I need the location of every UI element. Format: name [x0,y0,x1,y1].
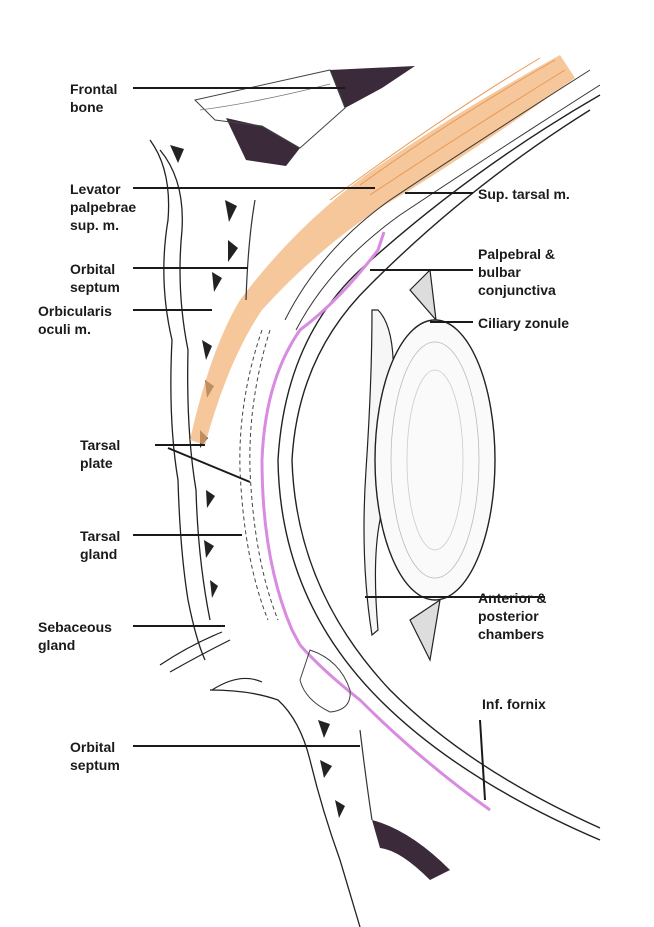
label-ciliary-zonule: Ciliary zonule [478,314,569,332]
globe-outline [277,94,601,841]
eyelashes [159,631,263,691]
label-tarsal-gland-line1: Tarsal [80,528,121,544]
label-sebaceous-gland-line2: gland [38,637,76,653]
label-tarsal-plate: Tarsal plate [80,436,120,472]
superior-tarsal-muscle [284,69,601,331]
orbital-septum [245,199,373,821]
label-conjunctiva: Palpebral & bulbar conjunctiva [478,245,556,299]
label-orbicularis-oculi: Orbicularis oculi m. [38,302,112,338]
label-frontal-bone: Frontal bone [70,80,117,116]
label-chambers-line2: posterior [478,608,539,624]
conjunctiva [260,231,491,812]
label-conjunctiva-line3: conjunctiva [478,282,556,298]
label-ciliary-zonule-line1: Ciliary zonule [478,315,570,331]
label-inf-fornix-line1: Inf. fornix [482,696,546,712]
label-levator-line2: palpebrae [70,199,137,215]
label-tarsal-gland: Tarsal gland [80,527,120,563]
label-tarsal-plate-line2: plate [80,455,113,471]
leader-lines [133,87,545,801]
label-orbital-septum-lower: Orbital septum [70,738,120,774]
label-tarsal-plate-line1: Tarsal [80,437,121,453]
label-orbital-septum-lower-line2: septum [70,757,120,773]
label-sup-tarsal: Sup. tarsal m. [478,185,570,203]
levator-muscle [190,55,575,445]
maxilla-bone [372,820,450,880]
label-sebaceous-gland: Sebaceous gland [38,618,112,654]
label-inf-fornix: Inf. fornix [482,695,546,713]
label-orbital-septum-upper-line2: septum [70,279,120,295]
lens [374,319,496,601]
label-chambers-line1: Anterior & [478,590,547,606]
tarsal-gland [239,329,351,713]
label-orbital-septum-upper: Orbital septum [70,260,120,296]
eyelid-skin [149,139,361,927]
label-levator-line3: sup. m. [70,217,120,233]
label-orbicularis-line1: Orbicularis [38,303,112,319]
frontal-bone [194,66,415,166]
label-chambers: Anterior & posterior chambers [478,589,546,643]
label-orbicularis-line2: oculi m. [38,321,91,337]
label-tarsal-gland-line2: gland [80,546,118,562]
label-sebaceous-gland-line1: Sebaceous [38,619,112,635]
label-conjunctiva-line1: Palpebral & [478,246,556,262]
label-frontal-bone-line2: bone [70,99,104,115]
label-sup-tarsal-line1: Sup. tarsal m. [478,186,570,202]
label-orbital-septum-lower-line1: Orbital [70,739,116,755]
label-frontal-bone-line1: Frontal [70,81,118,97]
label-chambers-line3: chambers [478,626,545,642]
label-orbital-septum-upper-line1: Orbital [70,261,116,277]
label-conjunctiva-line2: bulbar [478,264,521,280]
label-levator-line1: Levator [70,181,121,197]
label-levator-palpebrae: Levator palpebrae sup. m. [70,180,136,234]
